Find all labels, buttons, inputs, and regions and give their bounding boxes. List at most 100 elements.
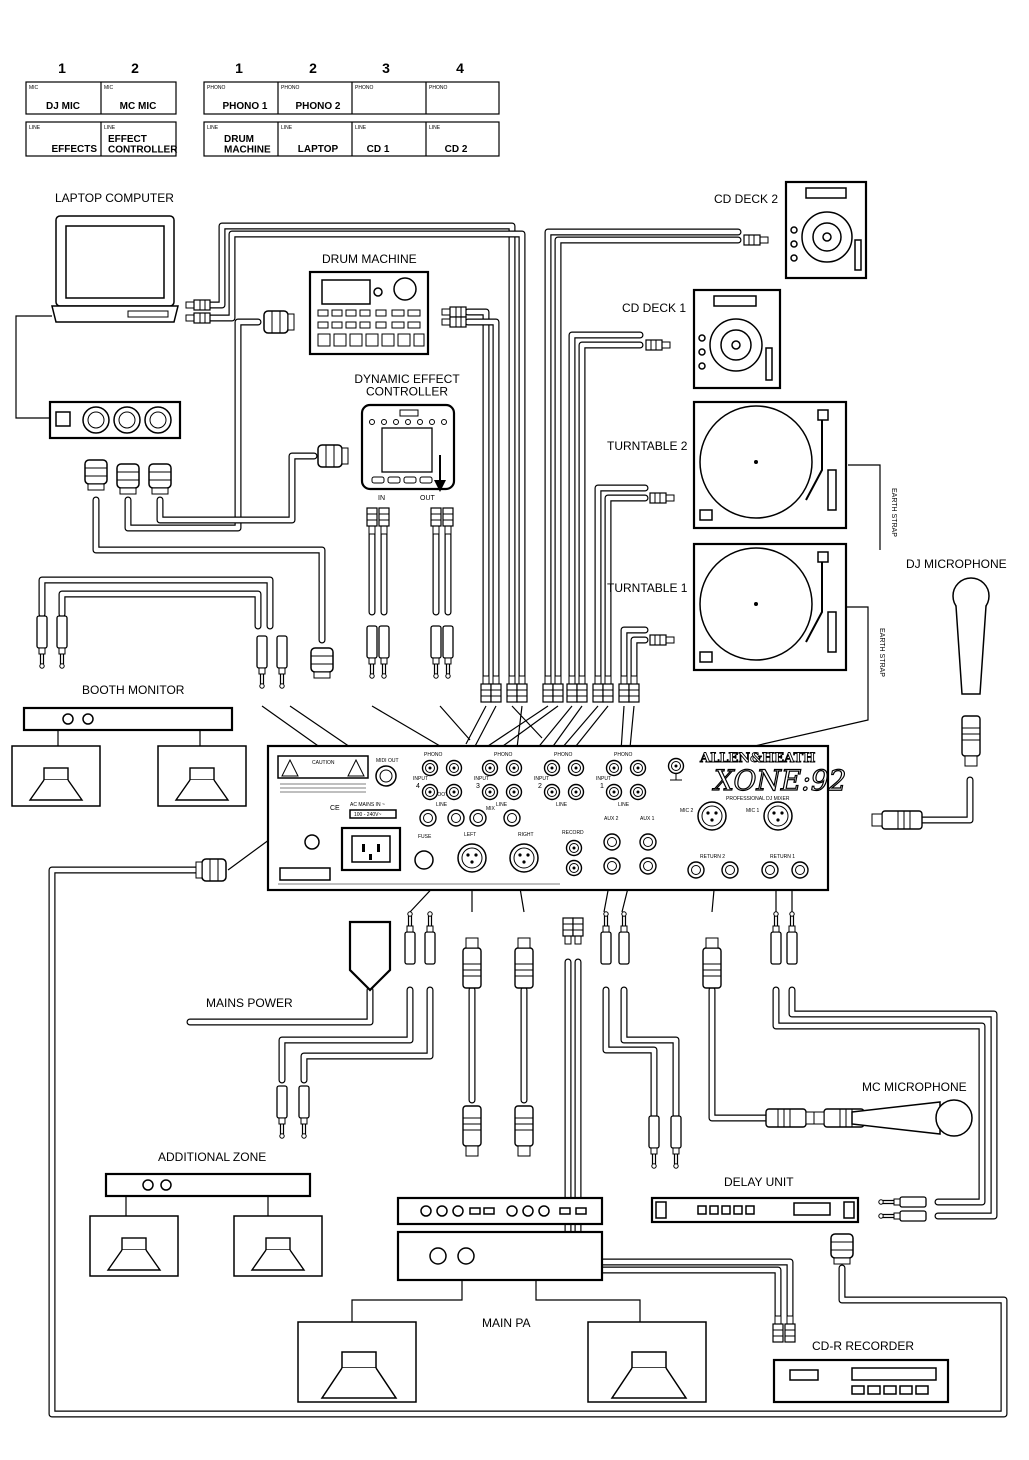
midi-interface	[48, 400, 182, 495]
main-pa-label: MAIN PA	[482, 1316, 530, 1330]
mc-microphone: MC MICROPHONE	[765, 1080, 973, 1137]
line-cell-laptop: LAPTOP	[298, 144, 339, 155]
line-cell-cd2: CD 2	[445, 144, 468, 155]
line-tag: LINE	[207, 125, 219, 131]
cd-r-recorder: CD-R RECORDER	[772, 1315, 950, 1404]
phono-channel-number-2: 2	[309, 60, 317, 76]
channel-number-1: 1	[600, 783, 604, 790]
line-label: LINE	[436, 802, 448, 808]
fuse-label: FUSE	[418, 834, 432, 840]
mains-power-label: MAINS POWER	[206, 996, 293, 1010]
mic-cell-dj-mic: DJ MIC	[46, 101, 80, 112]
line-tag: LINE	[429, 125, 441, 131]
turntable-2-label: TURNTABLE 2	[607, 439, 688, 453]
phono-cell-phono-1: PHONO 1	[222, 101, 267, 112]
voltage-label: 100 - 240V~	[354, 812, 381, 818]
phono-cell-phono-2: PHONO 2	[295, 101, 340, 112]
phono-tag: PHONO	[355, 85, 373, 91]
channel-number-4: 4	[416, 783, 420, 790]
cd-deck-1: CD DECK 1	[622, 288, 782, 390]
phono-tag: PHONO	[429, 85, 447, 91]
additional-zone: ADDITIONAL ZONE	[89, 1085, 323, 1277]
phono-channel-number-4: 4	[456, 60, 464, 76]
record-label: RECORD	[562, 830, 584, 836]
phono-tag: PHONO	[207, 85, 225, 91]
earth-strap-label-1: EARTH STRAP	[878, 628, 885, 677]
mixer-output-connectors	[348, 911, 798, 992]
line-label: LINE	[556, 802, 568, 808]
aux1-label: AUX 1	[640, 816, 655, 822]
drum-machine: DRUM MACHINE	[263, 252, 467, 356]
laptop-computer: LAPTOP COMPUTER	[51, 191, 211, 324]
delay-unit: DELAY UNIT	[648, 1115, 927, 1265]
line-label: LINE	[496, 802, 508, 808]
turntable-1: TURNTABLE 1	[607, 542, 848, 672]
line-label: LINE	[618, 802, 630, 808]
input-label: INPUT	[596, 776, 611, 782]
mic2-label: MIC 2	[680, 808, 694, 814]
cd-deck-1-label: CD DECK 1	[622, 301, 686, 315]
cd-deck-2: CD DECK 2	[714, 180, 868, 280]
mic-cell-mc-mic: MC MIC	[120, 101, 157, 112]
mix-label: MIX	[486, 806, 496, 812]
return2-label: RETURN 2	[700, 854, 725, 860]
main-pa: MAIN PA	[297, 1105, 707, 1403]
line-tag: LINE	[355, 125, 367, 131]
input-channel-3: PHONO INPUT 3 LINE	[474, 752, 523, 808]
phono-label: PHONO	[554, 752, 572, 758]
turntable-2: TURNTABLE 2	[607, 400, 848, 530]
effect-out-label: OUT	[420, 495, 436, 502]
left-label: LEFT	[464, 832, 476, 838]
cables	[15, 222, 1008, 1418]
phono-channel-number-3: 3	[382, 60, 390, 76]
mic1-label: MIC 1	[746, 808, 760, 814]
phono-tag: PHONO	[281, 85, 299, 91]
laptop-label: LAPTOP COMPUTER	[55, 191, 174, 205]
cd-deck-2-label: CD DECK 2	[714, 192, 778, 206]
earth-strap-label-2: EARTH STRAP	[890, 488, 897, 537]
phono-label: PHONO	[424, 752, 442, 758]
booth-monitor: BOOTH MONITOR	[11, 683, 247, 807]
midi-out-label: MIDI OUT	[376, 758, 399, 764]
line-cell-cd1: CD 1	[367, 144, 390, 155]
turntable-1-label: TURNTABLE 1	[607, 581, 688, 595]
line-tag: LINE	[29, 125, 41, 131]
effect-in-label: IN	[378, 495, 385, 502]
mic-tag: MIC	[29, 85, 39, 91]
line-tag: LINE	[104, 125, 116, 131]
phono-channel-number-1: 1	[235, 60, 243, 76]
mic-channel-number-1: 1	[58, 60, 66, 76]
input-channel-1: PHONO INPUT 1 LINE	[596, 752, 647, 808]
line-cell-effects: EFFECTS	[51, 144, 97, 155]
mixer-brand-logo: ALLEN&HEATH	[699, 751, 815, 766]
line-tag: LINE	[281, 125, 293, 131]
dj-microphone: DJ MICROPHONE	[871, 557, 1007, 830]
mic-channel-number-2: 2	[131, 60, 139, 76]
ac-mains-label: AC MAINS IN ~	[350, 802, 385, 808]
return1-label: RETURN 1	[770, 854, 795, 860]
channel-number-2: 2	[538, 783, 542, 790]
delay-unit-label: DELAY UNIT	[724, 1175, 794, 1189]
mixer-subtitle: PROFESSIONAL DJ MIXER	[726, 796, 790, 802]
drum-machine-label: DRUM MACHINE	[322, 252, 417, 266]
channel-number-3: 3	[476, 783, 480, 790]
cd-r-recorder-label: CD-R RECORDER	[812, 1339, 914, 1353]
aux2-label: AUX 2	[604, 816, 619, 822]
booth-monitor-label: BOOTH MONITOR	[82, 683, 185, 697]
dj-microphone-label: DJ MICROPHONE	[906, 557, 1007, 571]
ce-mark: CE	[330, 805, 340, 812]
phono-label: PHONO	[494, 752, 512, 758]
input-label: INPUT	[534, 776, 549, 782]
channel-assignment-table: 1 2 MIC MIC DJ MIC MC MIC LINE LINE EFFE…	[25, 60, 500, 157]
mixer-model-logo: XONE:92	[712, 764, 846, 797]
input-label: INPUT	[413, 776, 428, 782]
right-label: RIGHT	[518, 832, 534, 838]
mic-tag: MIC	[104, 85, 114, 91]
caution-label: CAUTION	[312, 760, 335, 766]
input-channel-4: PHONO INPUT 4 LINE	[413, 752, 463, 808]
